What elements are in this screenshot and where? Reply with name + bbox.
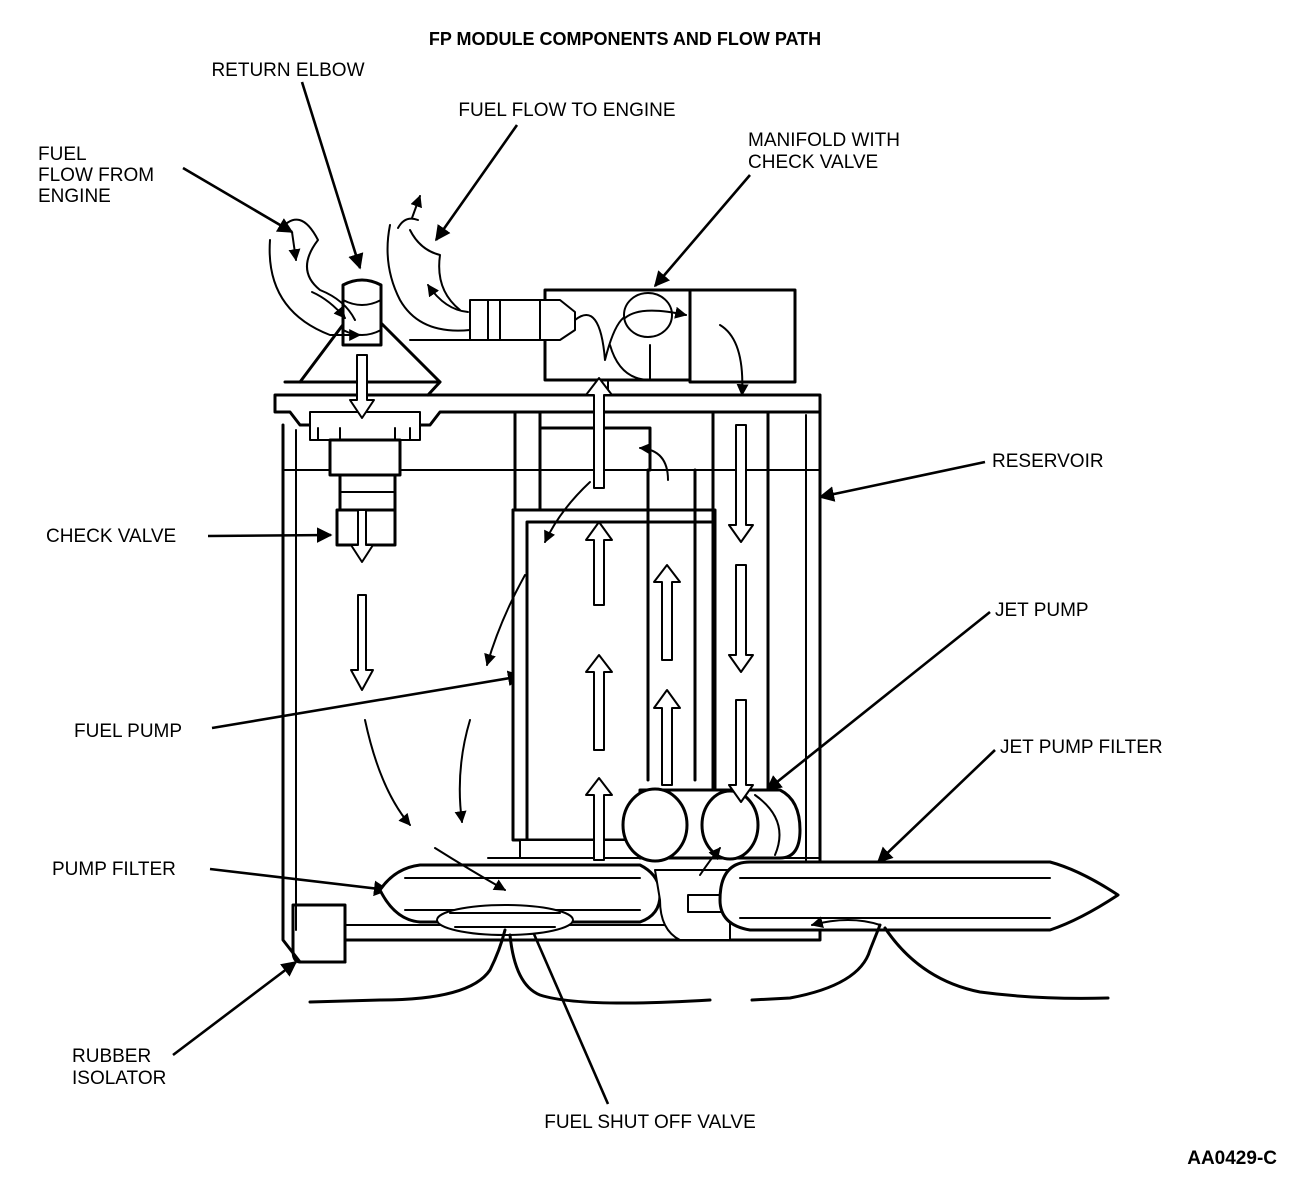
diagram-title: FP MODULE COMPONENTS AND FLOW PATH — [429, 29, 821, 49]
jet-pump-nozzle-housing — [621, 787, 689, 863]
label-pump-filter: PUMP FILTER — [52, 859, 176, 880]
label-rubber-isolator-line2: ISOLATOR — [72, 1068, 166, 1089]
leader-jet-pump — [765, 610, 991, 792]
label-jet-pump: JET PUMP — [995, 600, 1089, 621]
flow-arrow-down — [350, 594, 374, 691]
flow-arrow-down — [349, 354, 375, 419]
label-reservoir: RESERVOIR — [992, 451, 1104, 472]
leader-lines — [172, 81, 996, 1105]
flow-arrow-down — [728, 424, 754, 543]
filters — [378, 860, 1120, 941]
flow-arrow-down — [350, 509, 374, 563]
flow-arrow-curve — [364, 719, 411, 826]
jet-pump — [621, 787, 802, 863]
leader-check-valve — [207, 527, 333, 543]
jet-pump-tube — [711, 410, 770, 792]
rubber-isolator — [291, 903, 347, 964]
leader-manifold — [653, 174, 751, 288]
label-jet-pump-filter: JET PUMP FILTER — [1000, 737, 1163, 758]
label-fuel-flow-from-engine-line2: FLOW FROM — [38, 165, 154, 186]
leader-jet-pump-filter — [876, 749, 996, 864]
flow-arrow-curve — [624, 306, 688, 319]
flow-arrow-up — [585, 777, 613, 861]
flow-arrow-up — [653, 564, 681, 661]
flow-arrow-curve — [810, 916, 881, 929]
flow-arrow-curve — [719, 324, 749, 397]
label-manifold-line1: MANIFOLD WITH — [748, 130, 900, 151]
jet-pump-filter — [718, 860, 1120, 932]
supply-tube — [646, 468, 697, 782]
label-check-valve: CHECK VALVE — [46, 526, 176, 547]
flow-arrow-up — [653, 689, 681, 786]
leader-rubber-isolator — [172, 960, 298, 1057]
leader-fuel-shut-off-valve — [525, 916, 610, 1105]
label-rubber-isolator-line1: RUBBER — [72, 1046, 151, 1067]
flow-arrows — [268, 194, 881, 929]
leader-reservoir — [818, 460, 986, 502]
leader-pump-filter — [209, 867, 390, 897]
top-cover — [273, 288, 822, 427]
flow-arrow-down — [728, 564, 754, 673]
flow-arrow-up — [585, 521, 613, 606]
label-manifold-line2: CHECK VALVE — [748, 152, 878, 173]
flow-arrow-curve — [434, 847, 507, 891]
flow-arrow-down — [728, 699, 754, 803]
label-fuel-pump: FUEL PUMP — [74, 721, 182, 742]
label-fuel-shut-off-valve: FUEL SHUT OFF VALVE — [544, 1112, 756, 1133]
flow-arrow-curve — [544, 481, 591, 544]
return-elbow — [341, 278, 383, 347]
label-fuel-flow-from-engine-line3: ENGINE — [38, 186, 111, 207]
label-fuel-flow-from-engine-line1: FUEL — [38, 144, 87, 165]
label-fuel-flow-to-engine: FUEL FLOW TO ENGINE — [458, 100, 675, 121]
manifold-check-valve-block — [688, 288, 797, 384]
leader-fuel-flow-to-engine — [434, 124, 519, 242]
flow-from-engine-ribbon — [279, 218, 356, 321]
flow-arrow-curve — [454, 719, 471, 824]
leader-return-elbow — [300, 81, 364, 270]
label-return-elbow: RETURN ELBOW — [211, 60, 364, 81]
leader-fuel-pump — [211, 670, 524, 730]
leader-fuel-flow-from-engine — [182, 166, 294, 234]
outlet-fitting — [469, 299, 576, 341]
flow-arrow-up — [585, 654, 613, 751]
flow-arrow-curve — [638, 442, 669, 481]
inlet-flow-lines — [308, 923, 1110, 1005]
flow-arrow-up — [585, 377, 613, 489]
figure-code: AA0429-C — [1187, 1148, 1277, 1169]
flow-arrow-curve — [699, 847, 721, 876]
flow-to-engine-ribbon — [386, 224, 471, 332]
flow-arrow-curve — [484, 574, 526, 667]
